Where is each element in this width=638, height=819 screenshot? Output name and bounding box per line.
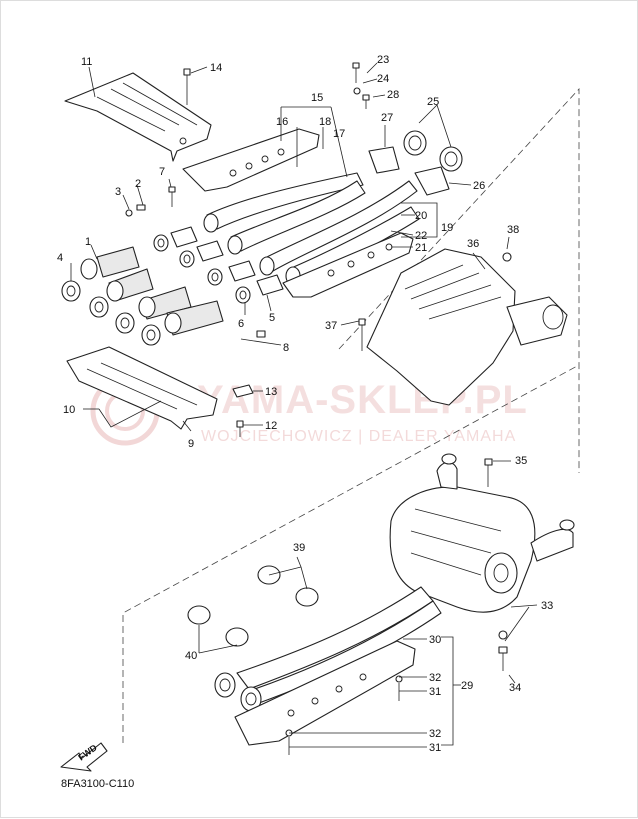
callout-16: 16	[276, 116, 288, 128]
lower-pipes	[214, 586, 442, 712]
gaskets-4	[61, 280, 161, 346]
callout-numbers: 11 14 15 16 18 17 23 24 28 25 27 26 7 2 …	[57, 54, 553, 754]
callout-20: 20	[415, 210, 427, 222]
clamp-27	[368, 146, 400, 174]
callout-12: 12	[265, 420, 277, 432]
nut-38	[502, 252, 512, 262]
callout-39: 39	[293, 542, 305, 554]
callout-35: 35	[515, 455, 527, 467]
bolts-lower	[285, 458, 508, 755]
heat-shield-top	[64, 72, 212, 162]
washer-3	[125, 209, 133, 217]
callout-19: 19	[441, 222, 453, 234]
callout-30: 30	[429, 634, 441, 646]
callout-33: 33	[541, 600, 553, 612]
callout-32: 32	[429, 672, 441, 684]
callout-11: 11	[81, 56, 92, 68]
callout-13: 13	[265, 386, 277, 398]
joint-pipes	[80, 246, 224, 336]
callout-17: 17	[333, 128, 345, 140]
callout-36: 36	[467, 238, 479, 250]
muffler	[389, 453, 575, 613]
callout-37: 37	[325, 320, 337, 332]
callout-18: 18	[319, 116, 331, 128]
bolt-7	[168, 186, 176, 207]
callout-15: 15	[311, 92, 323, 104]
callout-24: 24	[377, 73, 389, 85]
callout-9: 9	[188, 438, 194, 450]
bolt-2	[136, 204, 146, 211]
callout-1: 1	[85, 236, 91, 248]
rings-6	[153, 234, 251, 304]
callout-25: 25	[427, 96, 439, 108]
callout-2: 2	[135, 178, 141, 190]
gasket-25	[403, 130, 463, 172]
caps-40	[187, 605, 249, 647]
callout-32-lower: 32	[429, 728, 441, 740]
heat-shield-lower	[234, 640, 416, 746]
frame-dashes	[122, 87, 580, 743]
bolt-23	[352, 62, 360, 83]
callout-40: 40	[185, 650, 197, 662]
heat-shield-16	[182, 128, 320, 192]
callout-4: 4	[57, 252, 63, 264]
bolt-28	[362, 94, 370, 109]
bolt-12	[236, 420, 244, 437]
callout-6: 6	[238, 318, 244, 330]
heat-shield-9	[66, 346, 218, 430]
leader-lines	[70, 62, 538, 748]
caps-39	[257, 565, 319, 607]
diagram-code: 8FA3100-C110	[61, 778, 134, 790]
watermark-line1: YAMA-SKLEP.PL	[197, 378, 528, 422]
callout-27: 27	[381, 112, 393, 124]
muffler-cover-36	[366, 248, 568, 406]
callout-21: 21	[415, 242, 427, 254]
bracket-13	[232, 384, 254, 398]
callout-23: 23	[377, 54, 389, 66]
washer-24	[353, 87, 361, 95]
header-pipes	[203, 172, 420, 286]
bolt-8	[256, 330, 266, 338]
callout-29: 29	[461, 680, 473, 692]
callout-31: 31	[429, 686, 441, 698]
callout-22: 22	[415, 230, 427, 242]
callout-26: 26	[473, 180, 485, 192]
bolt-37	[358, 318, 366, 351]
clamp-26	[414, 166, 450, 196]
watermark: YAMA-SKLEP.PL WOJCIECHOWICZ | DEALER YAM…	[90, 376, 528, 446]
callout-14: 14	[210, 62, 222, 74]
callout-31-lower: 31	[429, 742, 441, 754]
fwd-arrow-icon: FWD	[60, 742, 108, 772]
callout-10: 10	[63, 404, 75, 416]
bolt-14	[183, 68, 191, 105]
callout-38: 38	[507, 224, 519, 236]
callout-5: 5	[269, 312, 275, 324]
callout-34: 34	[509, 682, 521, 694]
callout-8: 8	[283, 342, 289, 354]
callout-3: 3	[115, 186, 121, 198]
callout-7: 7	[159, 166, 165, 178]
callout-28: 28	[387, 89, 399, 101]
clamps-5	[170, 226, 284, 296]
watermark-line2: WOJCIECHOWICZ | DEALER YAMAHA	[201, 428, 516, 445]
